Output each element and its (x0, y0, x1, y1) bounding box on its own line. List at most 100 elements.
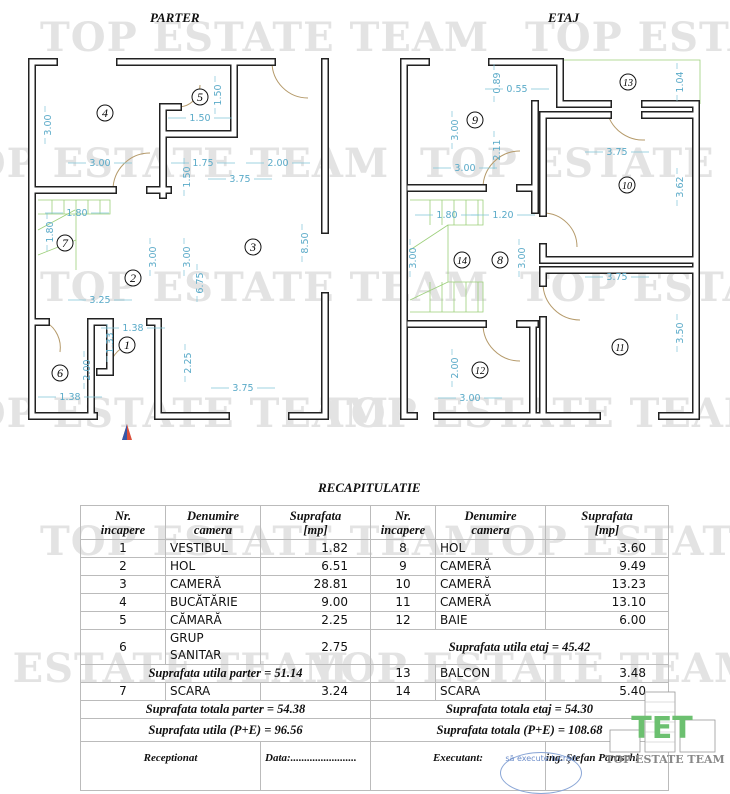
building-logo-icon: TET (609, 691, 716, 753)
dimension-label: 2.00 (82, 359, 93, 380)
dimension-label: 1.04 (675, 71, 686, 92)
room-number: 14 (457, 256, 467, 267)
header-nr2: incapere (380, 522, 426, 537)
room-area: 3.48 (545, 664, 669, 683)
room-area: 6.51 (260, 557, 371, 576)
room-nr: 8 (370, 539, 436, 558)
room-nr: 7 (80, 682, 166, 701)
dimension-label: 3.25 (89, 295, 110, 306)
room-area: 3.60 (545, 539, 669, 558)
room-nr: 10 (370, 575, 436, 594)
dimension-label: 0.55 (506, 84, 527, 95)
room-nr: 3 (80, 575, 166, 594)
watermark: TOP ESTATE TEAM (40, 264, 490, 311)
header-name: Denumire (464, 508, 517, 523)
room-nr: 4 (80, 593, 166, 612)
dimension-label: 3.75 (606, 272, 627, 283)
dimension-label: 6.75 (195, 272, 206, 293)
room-marker-circle (124, 269, 142, 287)
room-number: 5 (197, 90, 203, 104)
room-name: SCARA (435, 682, 546, 701)
stairs-and-balcony (37, 59, 701, 313)
room-nr: 13 (370, 664, 436, 683)
room-nr: 11 (370, 593, 436, 612)
north-arrow-icon-shade (122, 424, 127, 440)
room-marker-circle (118, 336, 136, 354)
watermark: TOP ESTATE TEAM (525, 14, 730, 61)
dimension-label: 1.38 (59, 392, 80, 403)
room-number: 6 (57, 366, 63, 380)
room-nr: 2 (80, 557, 166, 576)
dimension-label: 3.00 (182, 246, 193, 267)
dimension-label: 3.00 (450, 119, 461, 140)
room-marker-circle (51, 364, 69, 382)
room-area: 13.10 (545, 593, 669, 612)
stair-step (37, 209, 76, 231)
table-row: Suprafata utila (P+E) = 96.56 Suprafata … (80, 718, 669, 742)
room-name: HOL (435, 539, 546, 558)
room-marker-circle (453, 251, 471, 269)
room-number: 13 (623, 78, 633, 89)
door-arc (542, 282, 581, 321)
room-area: 2.25 (260, 611, 371, 630)
etaj-title: ETAJ (548, 10, 580, 25)
room-nr: 6 (80, 629, 166, 665)
stair-step (409, 281, 449, 301)
room-number: 9 (472, 113, 478, 127)
room-name: CAMERĂ (435, 593, 546, 612)
dimension-label: 3.75 (232, 383, 253, 394)
dimension-label: 0.89 (492, 72, 503, 93)
header-name: Denumire (186, 508, 240, 523)
stair-outline (38, 199, 111, 215)
dimension-label: 3.00 (148, 246, 159, 267)
door-arc (112, 152, 151, 191)
header-area2: [mp] (303, 522, 328, 537)
room-area: 13.23 (545, 575, 669, 594)
dimension-label: 3.75 (229, 174, 250, 185)
room-number: 10 (622, 181, 632, 192)
room-name: CĂMARĂ (165, 611, 261, 630)
stamp: să execute lucrări (500, 752, 582, 794)
header-area: Suprafata (289, 508, 342, 523)
room-marker-circle (611, 338, 629, 356)
room-marker-circle (618, 176, 636, 194)
room-number: 8 (497, 253, 503, 267)
room-area: 9.00 (260, 593, 371, 612)
dimension-label: 3.00 (454, 163, 475, 174)
room-nr: 9 (370, 557, 436, 576)
header-area: Suprafata (581, 508, 633, 523)
room-area: 9.49 (545, 557, 669, 576)
stair-outline (410, 199, 484, 313)
room-number: 12 (475, 366, 485, 377)
dimension-label: 1.80 (66, 208, 87, 219)
dimension-label: 3.75 (606, 147, 627, 158)
dimension-label: 2.00 (450, 357, 461, 378)
logo-mark: TET (631, 711, 693, 746)
logo: TET TOP ESTATE TEAM (600, 690, 730, 768)
room-area: 3.24 (260, 682, 371, 701)
dimension-lines (38, 63, 678, 399)
room-marker-circle (491, 251, 509, 269)
room-number: 7 (62, 236, 69, 250)
dimension-label: 1.50 (213, 84, 224, 105)
room-nr: 1 (80, 539, 166, 558)
room-marker-circle (96, 104, 114, 122)
dimension-label: 1.33 (105, 332, 116, 353)
room-name: SCARA (165, 682, 261, 701)
room-number: 11 (615, 343, 624, 354)
dimension-label: 8.50 (300, 232, 311, 253)
dimension-label: 1.75 (192, 158, 213, 169)
header-nr2: incapere (100, 522, 146, 537)
stair-step (409, 224, 449, 251)
room-area: 6.00 (545, 611, 669, 630)
util-etaj: Suprafata utila etaj = 45.42 (370, 629, 669, 665)
watermark: TOP ESTATE TEAM (420, 140, 730, 187)
room-number: 4 (102, 106, 108, 120)
room-number: 1 (124, 338, 130, 352)
